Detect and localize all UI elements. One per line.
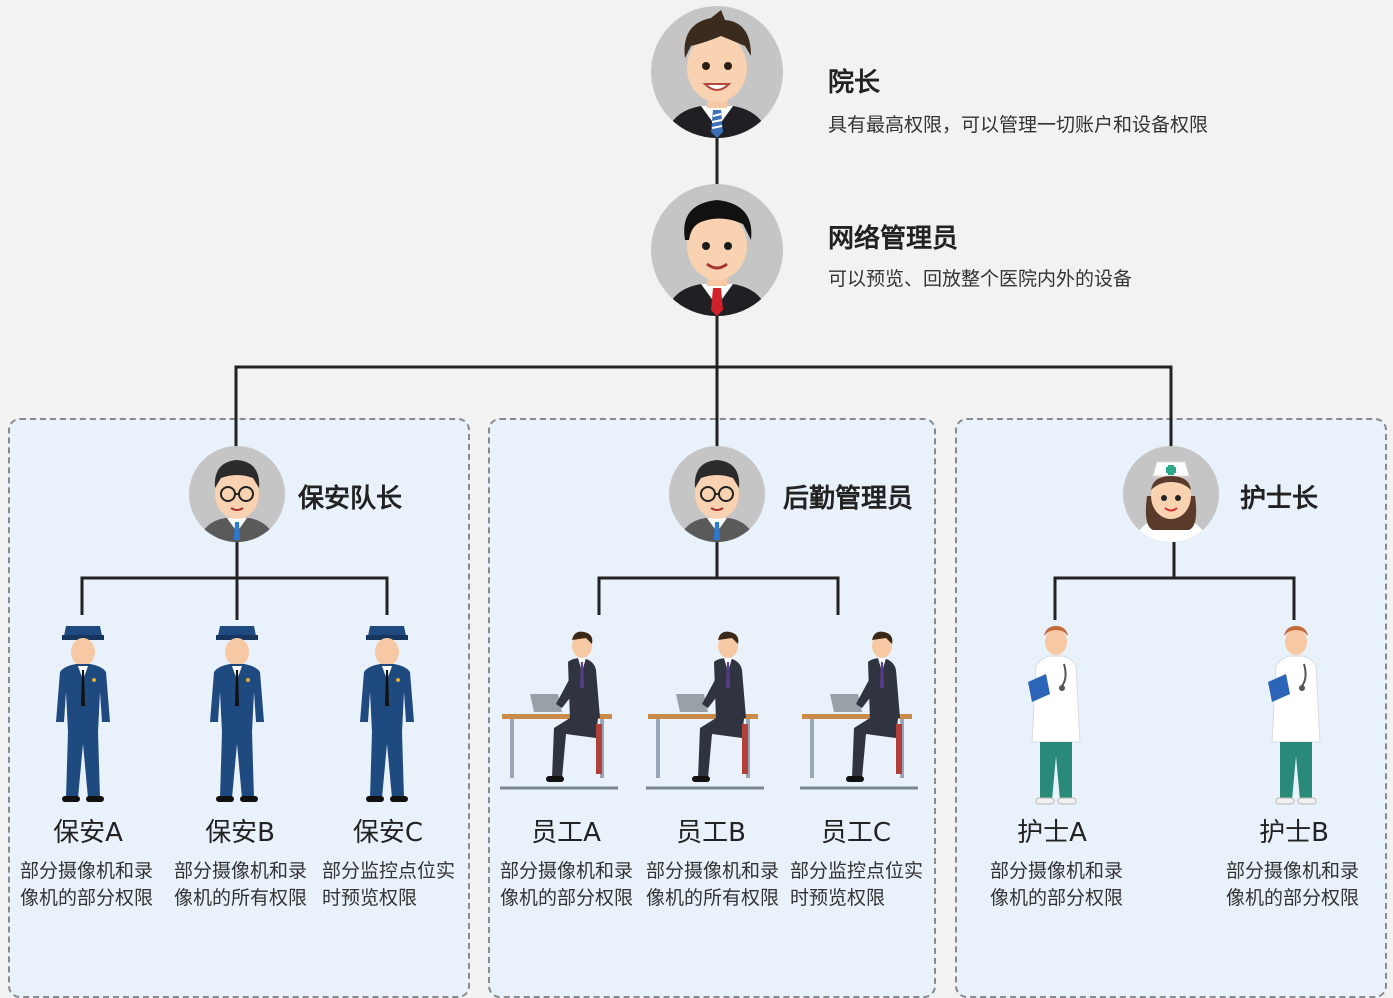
head-nurse-avatar [1123, 446, 1219, 542]
staff-c-desc: 部分监控点位实时预览权限 [790, 860, 924, 909]
man-glasses-avatar-icon [199, 460, 275, 542]
nurse-b-figure [1264, 624, 1328, 810]
staff-b-figure [646, 628, 764, 796]
logistics-leader-title: 后勤管理员 [783, 484, 914, 514]
nurse-icon [1028, 626, 1081, 805]
office-worker-at-desk-icon [500, 631, 618, 790]
security-guard-icon [360, 626, 414, 802]
logistics-leader-avatar [669, 446, 765, 542]
staff-a-figure [500, 628, 618, 796]
man-red-tie-avatar-icon [665, 200, 769, 316]
staff-c-figure [800, 628, 918, 796]
guard-a-figure [52, 622, 114, 807]
director-avatar [651, 6, 783, 138]
guard-b-desc: 部分摄像机和录像机的所有权限 [174, 860, 308, 909]
netadmin-title: 网络管理员 [828, 224, 959, 254]
nurse-b-name: 护士B [1259, 818, 1329, 848]
security-leader-avatar [189, 446, 285, 542]
staff-c-name: 员工C [820, 818, 892, 848]
staff-b-name: 员工B [676, 818, 746, 848]
guard-b-name: 保安B [205, 818, 275, 848]
guard-c-desc: 部分监控点位实时预览权限 [322, 860, 456, 909]
guard-a-desc: 部分摄像机和录像机的部分权限 [20, 860, 154, 909]
man-striped-tie-avatar-icon [665, 10, 769, 138]
nurse-b-desc: 部分摄像机和录像机的部分权限 [1226, 860, 1360, 909]
security-leader-title: 保安队长 [298, 484, 403, 514]
nurse-icon [1268, 626, 1321, 805]
nurse-a-desc: 部分摄像机和录像机的部分权限 [990, 860, 1124, 909]
staff-a-desc: 部分摄像机和录像机的部分权限 [500, 860, 634, 909]
man-glasses-avatar-icon [679, 460, 755, 542]
security-guard-icon [210, 626, 264, 802]
office-worker-at-desk-icon [646, 631, 764, 790]
security-guard-icon [56, 626, 110, 802]
guard-c-figure [356, 622, 418, 807]
nurse-a-figure [1024, 624, 1088, 810]
netadmin-avatar [651, 184, 783, 316]
guard-b-figure [206, 622, 268, 807]
netadmin-desc: 可以预览、回放整个医院内外的设备 [828, 268, 1133, 290]
director-desc: 具有最高权限，可以管理一切账户和设备权限 [828, 114, 1209, 136]
director-title: 院长 [828, 68, 881, 98]
office-worker-at-desk-icon [800, 631, 918, 790]
guard-a-name: 保安A [53, 818, 123, 848]
nurse-a-name: 护士A [1017, 818, 1087, 848]
staff-b-desc: 部分摄像机和录像机的所有权限 [646, 860, 780, 909]
guard-c-name: 保安C [352, 818, 424, 848]
head-nurse-title: 护士长 [1240, 484, 1319, 514]
head-nurse-avatar-icon [1135, 461, 1207, 542]
staff-a-name: 员工A [531, 818, 601, 848]
